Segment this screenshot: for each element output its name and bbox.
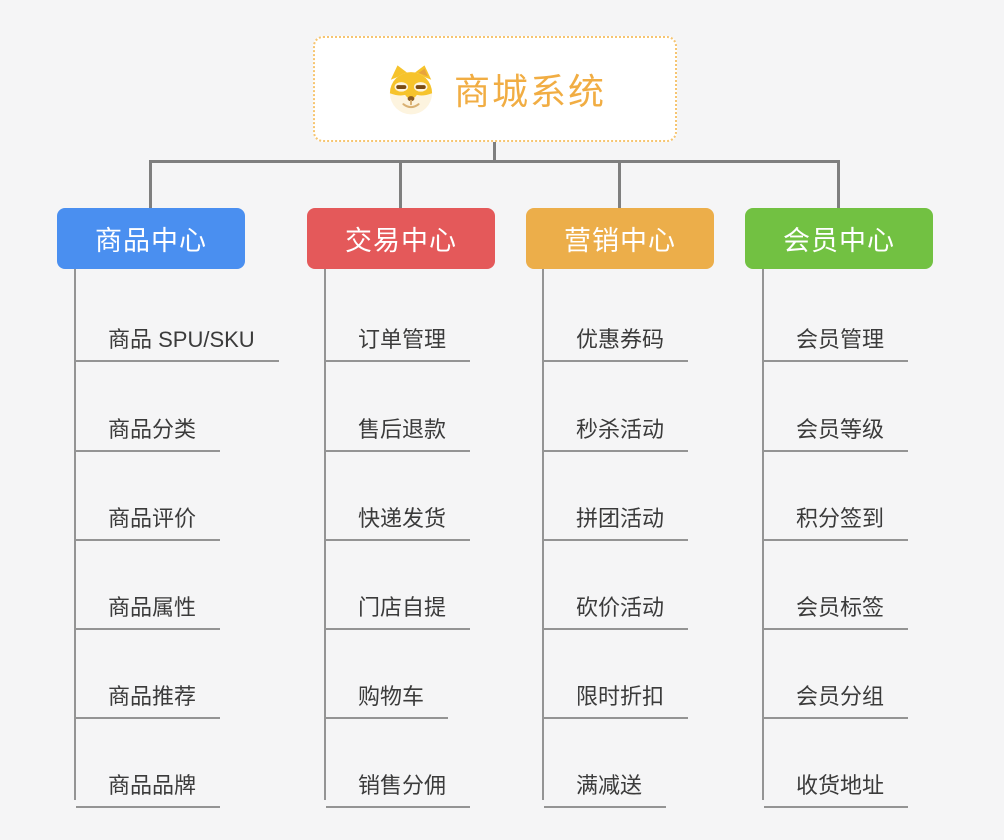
leaf-node[interactable]: 门店自提 <box>326 575 471 630</box>
leaf-node[interactable]: 积分签到 <box>764 486 909 541</box>
leaf-node[interactable]: 会员等级 <box>764 397 909 452</box>
leaf-node[interactable]: 销售分佣 <box>326 753 471 808</box>
branch-children-product-center: 商品 SPU/SKU 商品分类 商品评价 商品属性 商品推荐 商品品牌 <box>74 269 326 808</box>
leaf-node[interactable]: 满减送 <box>544 753 667 808</box>
leaf-node[interactable]: 订单管理 <box>326 307 471 362</box>
leaf-node[interactable]: 会员管理 <box>764 307 909 362</box>
leaf-node[interactable]: 商品 SPU/SKU <box>76 307 279 362</box>
leaf-node[interactable]: 售后退款 <box>326 397 471 452</box>
branch-children-trade-center: 订单管理 售后退款 快递发货 门店自提 购物车 销售分佣 <box>324 269 576 808</box>
branch-node-member-center[interactable]: 会员中心 <box>745 208 933 269</box>
leaf-node[interactable]: 秒杀活动 <box>544 397 689 452</box>
root-node[interactable]: 商城系统 <box>313 36 677 142</box>
leaf-node[interactable]: 快递发货 <box>326 486 471 541</box>
leaf-node[interactable]: 商品评价 <box>76 486 221 541</box>
leaf-node[interactable]: 会员分组 <box>764 664 909 719</box>
leaf-node[interactable]: 购物车 <box>326 664 449 719</box>
leaf-node[interactable]: 商品分类 <box>76 397 221 452</box>
connector-bus <box>149 160 840 163</box>
leaf-node[interactable]: 优惠券码 <box>544 307 689 362</box>
connector-drop-trade <box>399 160 402 210</box>
branch-children-marketing-center: 优惠券码 秒杀活动 拼团活动 砍价活动 限时折扣 满减送 <box>542 269 794 808</box>
branch-node-marketing-center[interactable]: 营销中心 <box>526 208 714 269</box>
leaf-node[interactable]: 商品推荐 <box>76 664 221 719</box>
connector-drop-member <box>837 160 840 210</box>
leaf-node[interactable]: 拼团活动 <box>544 486 689 541</box>
shiba-dog-icon <box>389 65 433 115</box>
root-title: 商城系统 <box>453 71 606 112</box>
connector-drop-product <box>149 160 152 210</box>
leaf-node[interactable]: 限时折扣 <box>544 664 689 719</box>
leaf-node[interactable]: 商品属性 <box>76 575 221 630</box>
branch-node-product-center[interactable]: 商品中心 <box>57 208 245 269</box>
branch-node-trade-center[interactable]: 交易中心 <box>307 208 495 269</box>
leaf-node[interactable]: 收货地址 <box>764 753 909 808</box>
leaf-node[interactable]: 砍价活动 <box>544 575 689 630</box>
connector-root-stem <box>493 140 496 163</box>
branch-children-member-center: 会员管理 会员等级 积分签到 会员标签 会员分组 收货地址 <box>762 269 1004 808</box>
leaf-node[interactable]: 会员标签 <box>764 575 909 630</box>
connector-drop-marketing <box>618 160 621 210</box>
leaf-node[interactable]: 商品品牌 <box>76 753 221 808</box>
